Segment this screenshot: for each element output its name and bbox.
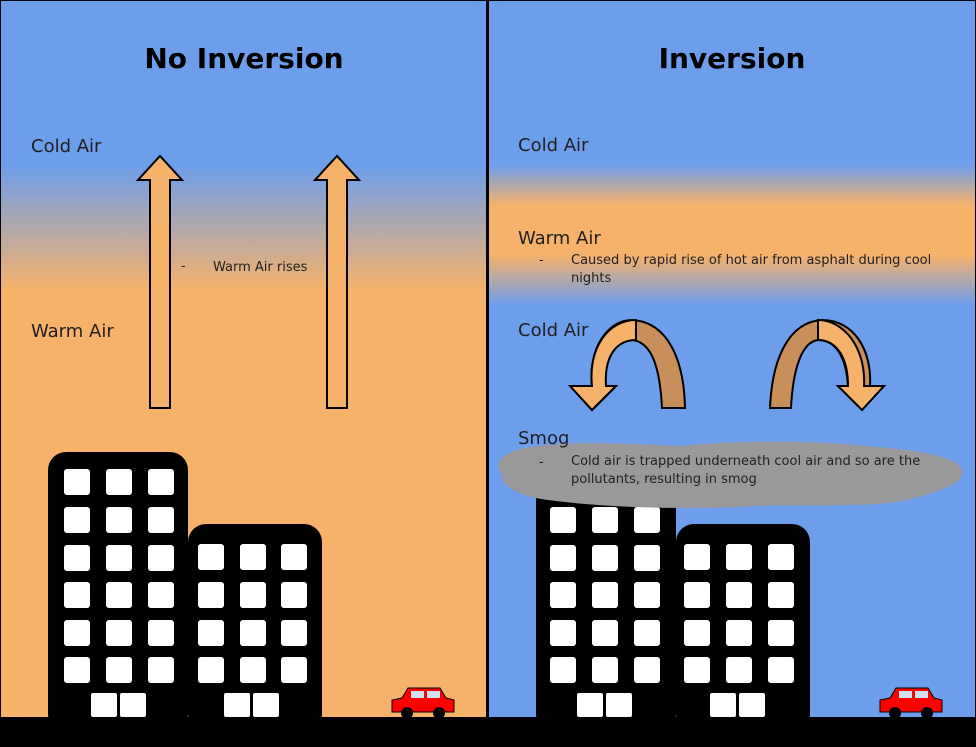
left-illustration (48, 154, 455, 732)
bullet-dash: - (539, 455, 544, 470)
car-icon (879, 687, 943, 719)
no-inversion-panel: No Inversion Cold Air Warm Air - Warm Ai… (0, 0, 488, 747)
ground (0, 717, 488, 747)
curved-arrow-icon (768, 318, 887, 412)
building-icon (676, 524, 810, 732)
car-icon (391, 687, 455, 719)
inversion-panel: Inversion Cold Air Warm Air - Caused by … (488, 0, 976, 747)
up-arrow-icon (135, 154, 185, 409)
ground (488, 717, 976, 747)
up-arrow-icon (312, 154, 362, 409)
building-icon (48, 452, 188, 732)
warm-air-label: Warm Air (31, 321, 114, 342)
panel-divider (486, 0, 489, 747)
curved-arrow-icon (567, 318, 687, 412)
panel-title: Inversion (658, 42, 806, 75)
panel-title: No Inversion (144, 42, 344, 75)
cold-air-top-label: Cold Air (518, 135, 589, 156)
bullet-dash: - (181, 259, 186, 274)
warm-air-cause-note: Caused by rapid rise of hot air from asp… (571, 253, 932, 286)
right-illustration (498, 318, 963, 732)
smog-cloud-icon (498, 441, 963, 508)
warm-air-label: Warm Air (518, 228, 601, 249)
building-icon (188, 524, 322, 732)
smog-explanation-note: Cold air is trapped underneath cool air … (571, 454, 921, 487)
smog-label: Smog (518, 428, 570, 449)
bullet-dash: - (539, 253, 544, 268)
cold-air-label: Cold Air (31, 136, 102, 157)
building-icon (536, 452, 676, 732)
cold-air-mid-label: Cold Air (518, 320, 589, 341)
warm-air-rises-note: Warm Air rises (213, 260, 308, 275)
